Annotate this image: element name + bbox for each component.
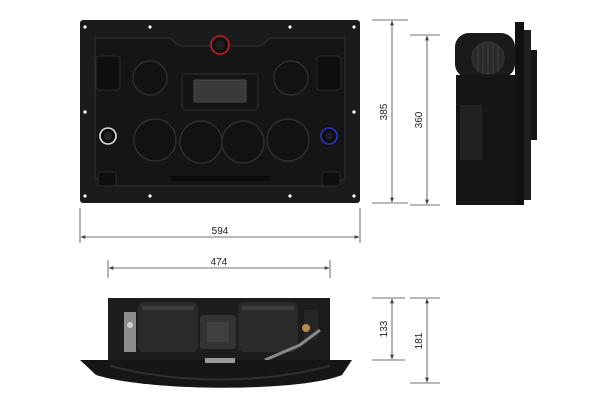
side-front-plate (515, 22, 524, 205)
lower-control-1 (133, 118, 177, 162)
right-vent (316, 55, 342, 91)
dimension-lines (79, 19, 440, 384)
lower-control-3 (221, 120, 265, 164)
label-overall-height: 385 (379, 103, 390, 120)
bottom-blower-left (138, 302, 198, 352)
bottom-tube (264, 328, 321, 362)
label-overall-width: 594 (212, 226, 229, 237)
bottom-view (80, 298, 352, 388)
lower-control-2 (179, 120, 223, 164)
bottom-blower-right (238, 302, 298, 352)
mounting-holes (83, 25, 356, 198)
bottom-right-port (321, 171, 341, 187)
bottom-left-port (97, 171, 117, 187)
side-view (455, 22, 537, 205)
display-screen (193, 79, 247, 103)
bottom-dish (80, 360, 352, 388)
label-inner-width: 474 (211, 257, 228, 268)
label-depth-total: 181 (414, 332, 425, 349)
upper-right-control (273, 60, 309, 96)
bottom-bracket-left (124, 312, 136, 352)
bottom-slot (170, 176, 270, 181)
lower-control-4 (266, 118, 310, 162)
upper-left-control (132, 60, 168, 96)
label-inner-height: 360 (414, 111, 425, 128)
front-relief (94, 37, 346, 187)
label-depth-front: 133 (379, 320, 390, 337)
left-vent (95, 55, 121, 91)
front-view (80, 20, 360, 203)
